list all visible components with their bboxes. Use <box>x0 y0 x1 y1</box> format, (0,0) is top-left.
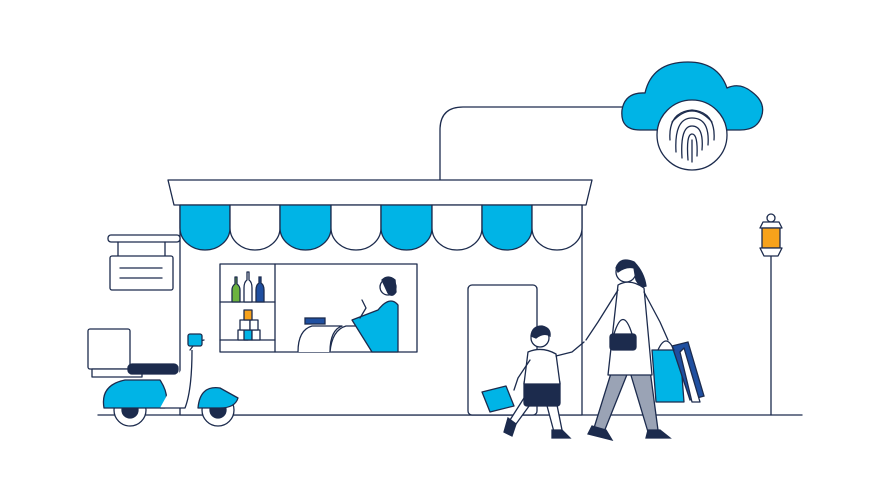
shopper-woman <box>585 259 705 442</box>
street-lamp <box>759 213 783 416</box>
awning-top <box>167 179 593 206</box>
awning-scallops <box>179 204 583 251</box>
boxes <box>237 309 261 341</box>
cloud-fingerprint-icon <box>621 61 764 171</box>
bottles <box>231 271 265 303</box>
shopkeeper <box>351 276 399 353</box>
hanging-sign <box>107 234 181 291</box>
connection-wire <box>439 106 626 181</box>
storefront <box>167 179 593 416</box>
shopper-child <box>481 325 585 439</box>
scooter <box>87 328 239 427</box>
